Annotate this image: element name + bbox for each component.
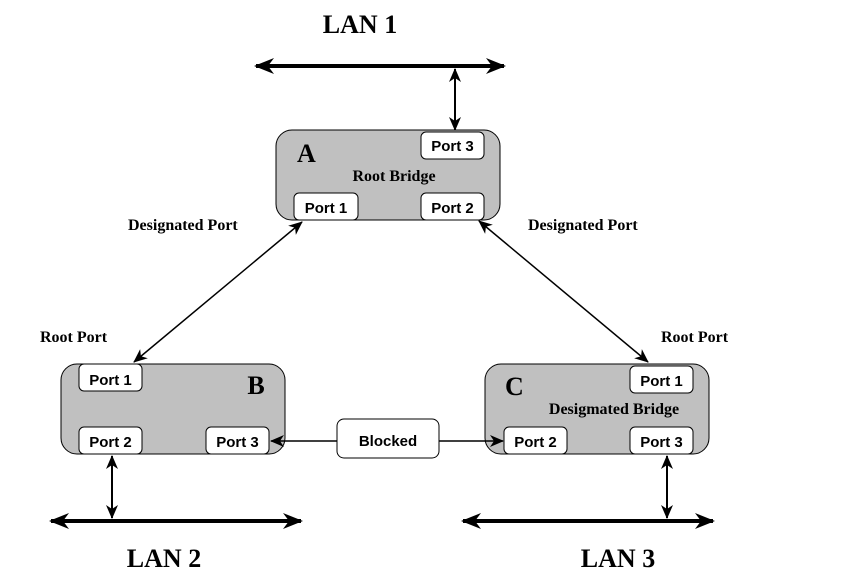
- bridge-a-letter: A: [297, 139, 316, 168]
- bridge-a: A Root Bridge Port 3 Port 1 Port 2: [275, 129, 501, 221]
- port-label: Port 2: [431, 200, 474, 217]
- port-label: Port 3: [216, 434, 259, 451]
- port-box: [420, 192, 485, 221]
- lan-2: LAN 2: [49, 513, 303, 573]
- port-box: [293, 192, 359, 221]
- bridge-a-port-1: Port 1: [293, 192, 359, 221]
- designated-port-label-left: Designated Port: [128, 217, 238, 234]
- bridge-b-port-2: Port 2: [78, 426, 143, 455]
- bridge-a-port-2: Port 2: [420, 192, 485, 221]
- port-box: [629, 426, 694, 455]
- bridge-a-role: Root Bridge: [352, 168, 435, 185]
- blocked-box: [336, 418, 440, 459]
- root-port-label-left: Root Port: [40, 329, 108, 346]
- designated-port-label-right: Designated Port: [528, 217, 638, 234]
- port-box: [420, 131, 485, 160]
- bridge-b-port-1: Port 1: [78, 363, 143, 392]
- bridge-c-port-2: Port 2: [503, 426, 568, 455]
- port-box: [78, 426, 143, 455]
- lan-2-label: LAN 2: [127, 544, 201, 573]
- lan-1-label: LAN 1: [323, 10, 397, 39]
- port-box: [503, 426, 568, 455]
- bridge-b-letter: B: [247, 371, 264, 400]
- bridge-c-port-3: Port 3: [629, 426, 694, 455]
- bridge-c-port-1: Port 1: [629, 365, 694, 394]
- link-a-port1-b-port1: [133, 221, 303, 363]
- port-label: Port 1: [305, 200, 348, 217]
- lan-1: LAN 1: [254, 10, 506, 74]
- port-box: [205, 426, 270, 455]
- port-label: Port 1: [640, 373, 683, 390]
- blocked-label: Blocked: [359, 433, 417, 450]
- port-box: [78, 363, 143, 392]
- port-label: Port 2: [89, 434, 132, 451]
- lan-3: LAN 3: [461, 513, 715, 573]
- root-port-label-right: Root Port: [661, 329, 729, 346]
- lan-3-label: LAN 3: [581, 544, 655, 573]
- port-label: Port 1: [89, 372, 132, 389]
- port-label: Port 2: [514, 434, 557, 451]
- blocked-badge: Blocked: [336, 418, 440, 459]
- bridge-c-role: Desigmated Bridge: [549, 401, 679, 418]
- port-label: Port 3: [431, 138, 474, 155]
- link-a-port2-c-port1: [478, 220, 649, 363]
- port-box: [629, 365, 694, 394]
- bridge-b-port-3: Port 3: [205, 426, 270, 455]
- bridge-a-port-3: Port 3: [420, 131, 485, 160]
- bridge-c-letter: C: [505, 372, 524, 401]
- bridge-b: B Port 1 Port 2 Port 3: [60, 363, 286, 455]
- bridge-c: C Desigmated Bridge Port 1 Port 2 Port 3: [484, 363, 710, 455]
- port-label: Port 3: [640, 434, 683, 451]
